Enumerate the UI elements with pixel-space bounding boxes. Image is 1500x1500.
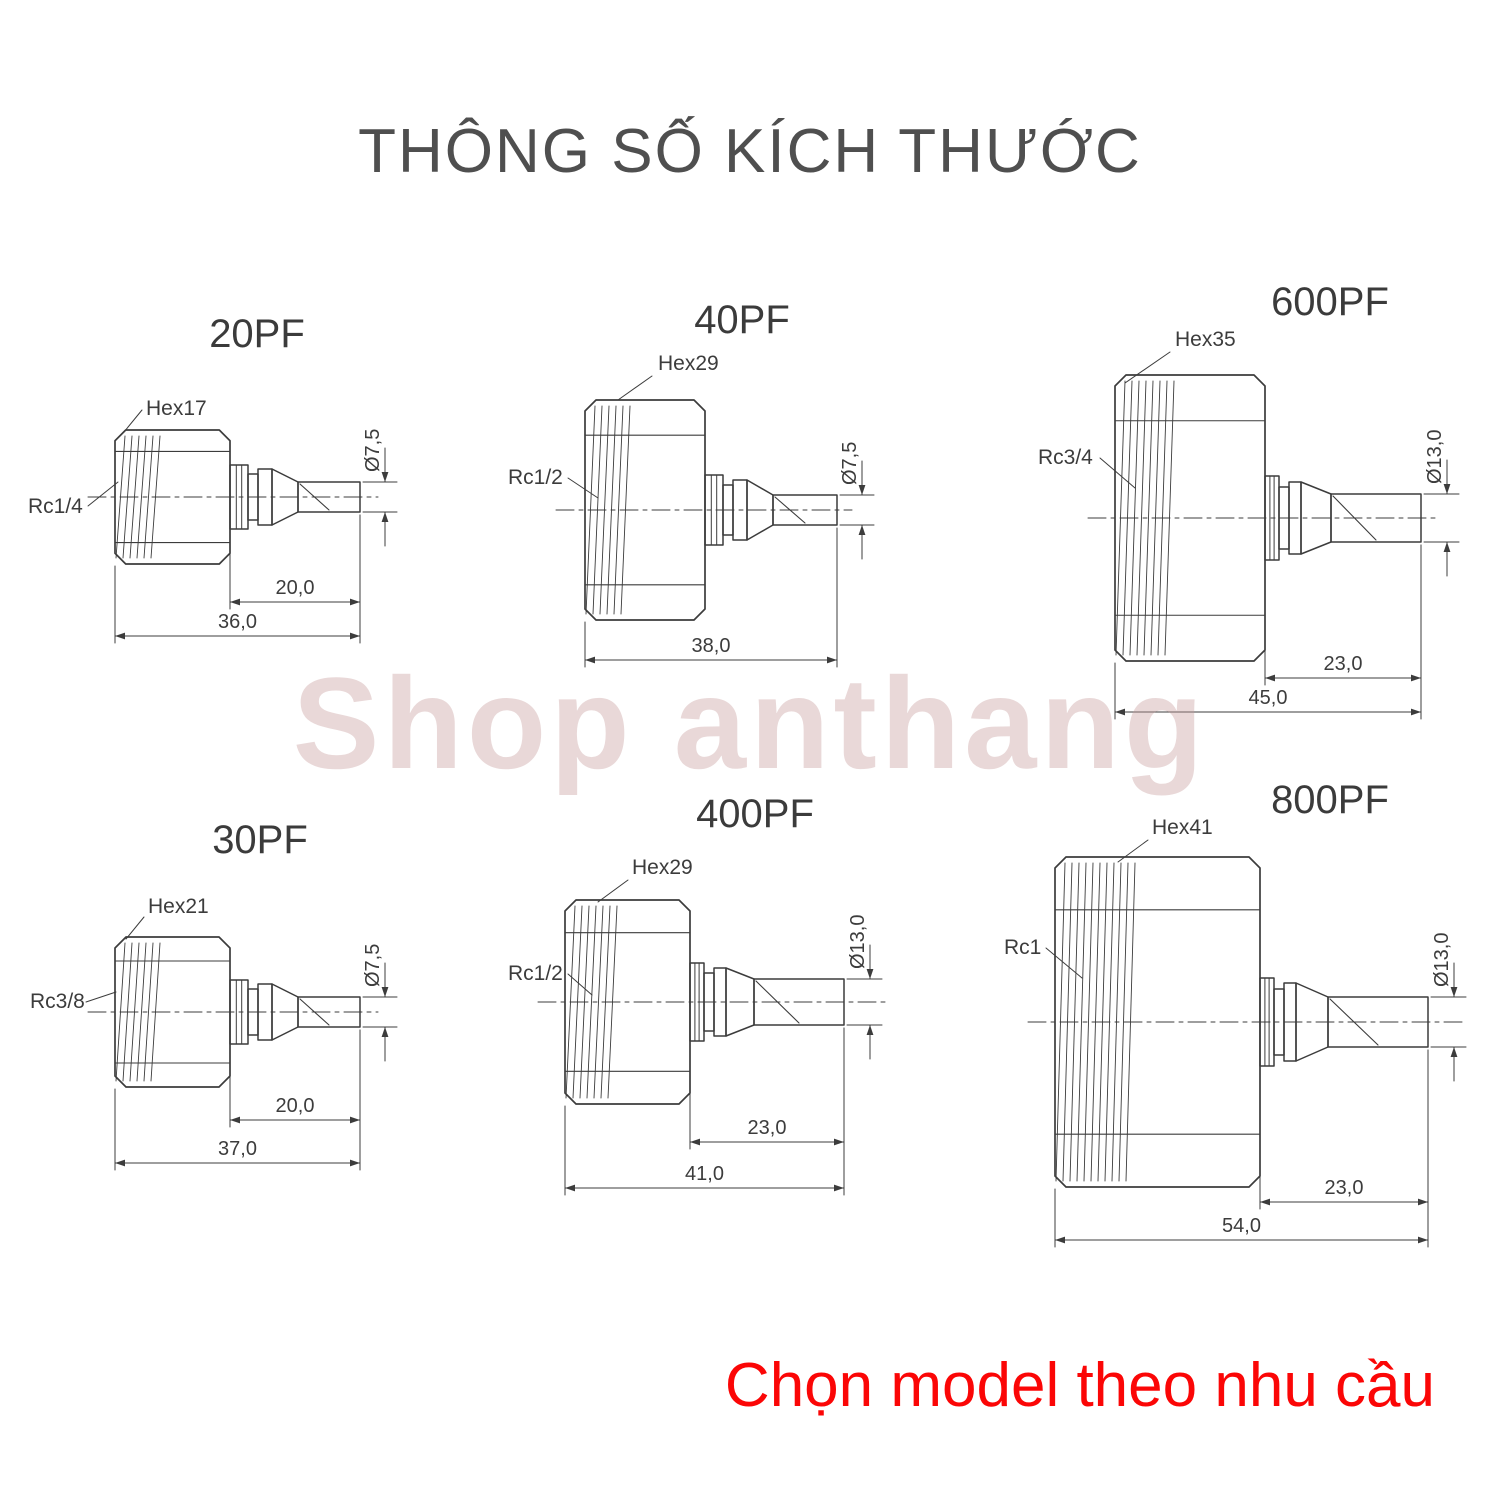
hex-size-label: Hex35 (1175, 328, 1236, 351)
thread-size-label: Rc1 (1004, 936, 1041, 959)
socket-body (114, 936, 231, 1088)
hex-size-label: Hex21 (148, 895, 209, 918)
dimensions: Ø7,5 38,0 (584, 442, 875, 668)
thread-size-label: Rc1/2 (508, 466, 563, 489)
plug-length-dim: 20,0 (276, 577, 315, 599)
overall-length-dim: 36,0 (218, 611, 257, 633)
overall-length-dim: 54,0 (1222, 1215, 1261, 1237)
model-title-600pf: 600PF (1271, 280, 1389, 324)
overall-length-dim: 45,0 (1249, 687, 1288, 709)
dimensions: Ø7,5 20,0 37,0 (114, 944, 398, 1171)
model-title-20pf: 20PF (209, 312, 305, 356)
dimensions: Ø7,5 20,0 36,0 (114, 429, 398, 644)
thread-size-label: Rc3/4 (1038, 446, 1093, 469)
hex-size-label: Hex29 (658, 352, 719, 375)
socket-body (1054, 856, 1261, 1188)
tip-diameter-dim: Ø13,0 (1431, 933, 1453, 987)
page-title: THÔNG SỐ KÍCH THƯỚC (358, 117, 1142, 186)
hex-size-label: Hex41 (1152, 816, 1213, 839)
plug-length-dim: 23,0 (748, 1117, 787, 1139)
model-title-800pf: 800PF (1271, 778, 1389, 822)
overall-length-dim: 38,0 (692, 635, 731, 657)
overall-length-dim: 37,0 (218, 1138, 257, 1160)
plug-profile (229, 464, 361, 530)
hex-size-label: Hex17 (146, 397, 207, 420)
socket-body (584, 399, 706, 621)
model-title-40pf: 40PF (694, 298, 790, 342)
dimensions: Ø13,0 23,0 54,0 (1054, 933, 1467, 1248)
footer-note: Chọn model theo nhu cầu (724, 1351, 1435, 1420)
tip-diameter-dim: Ø7,5 (839, 442, 861, 485)
socket-body (1114, 374, 1266, 662)
tip-diameter-dim: Ø13,0 (847, 915, 869, 969)
thread-size-label: Rc1/2 (508, 962, 563, 985)
tip-diameter-dim: Ø7,5 (362, 944, 384, 987)
model-title-400pf: 400PF (696, 792, 814, 836)
plug-length-dim: 20,0 (276, 1095, 315, 1117)
dimensions: Ø13,0 23,0 45,0 (1114, 430, 1460, 720)
tip-diameter-dim: Ø13,0 (1424, 430, 1446, 484)
dimensions: Ø13,0 23,0 41,0 (564, 915, 883, 1196)
plug-profile (1264, 475, 1422, 561)
tip-diameter-dim: Ø7,5 (362, 429, 384, 472)
overall-length-dim: 41,0 (685, 1163, 724, 1185)
thread-size-label: Rc3/8 (30, 990, 85, 1013)
socket-body (564, 899, 691, 1105)
socket-body (114, 429, 231, 565)
plug-profile (689, 962, 845, 1042)
plug-length-dim: 23,0 (1325, 1177, 1364, 1199)
hex-size-label: Hex29 (632, 856, 693, 879)
plug-length-dim: 23,0 (1324, 653, 1363, 675)
model-title-30pf: 30PF (212, 818, 308, 862)
thread-size-label: Rc1/4 (28, 495, 83, 518)
